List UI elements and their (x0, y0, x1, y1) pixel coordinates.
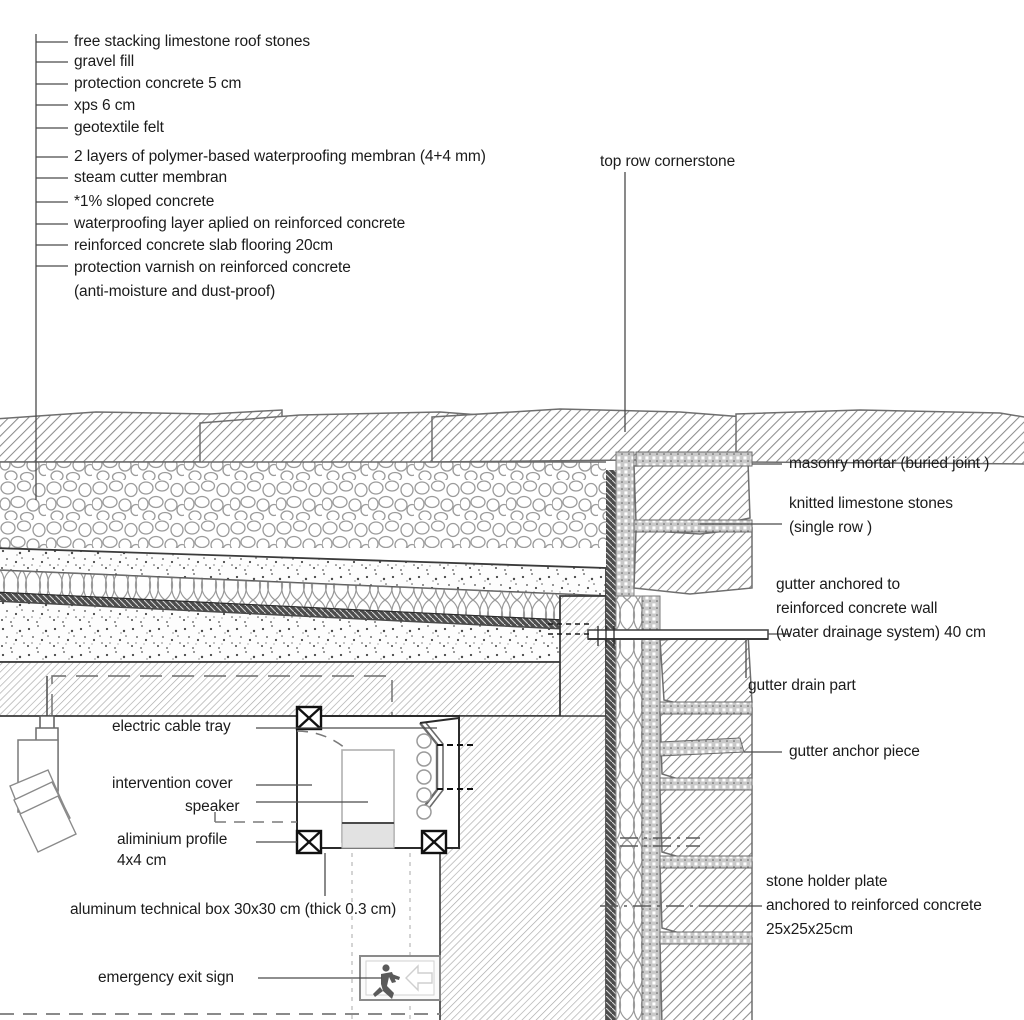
callout-gutter-anchored-line2: reinforced concrete wall (776, 600, 938, 617)
callout-leader-lines (256, 172, 790, 979)
callout-gutter-anchor-piece: gutter anchor piece (789, 743, 920, 760)
callout-stone-holder-line3: 25x25x25cm (766, 921, 853, 938)
callout-gutter-anchored-line3: (water drainage system) 40 cm (776, 624, 986, 641)
wall-waterproofing-layer (606, 470, 616, 1020)
gutter-drainage-plate (548, 623, 769, 646)
legend-item-2: protection concrete 5 cm (74, 75, 242, 92)
callout-stone-holder-line1: stone holder plate (766, 873, 888, 890)
cable-circles (416, 733, 432, 820)
callout-aluminum-technical-box: aluminum technical box 30x30 cm (thick 0… (70, 901, 397, 918)
legend-item-9: reinforced concrete slab flooring 20cm (74, 237, 333, 254)
wall-insulation-layer (615, 595, 643, 1020)
left-arrow-icon (405, 964, 433, 992)
callout-speaker: speaker (185, 798, 240, 815)
wall-mortar-strip-lower (641, 595, 661, 1020)
legend-item-7: *1% sloped concrete (74, 193, 215, 210)
callout-electric-cable-tray: electric cable tray (112, 718, 231, 735)
callout-aliminium-profile-line1: aliminium profile (117, 831, 228, 848)
legend-item-10: protection varnish on reinforced concret… (74, 259, 351, 276)
legend-item-4: geotextile felt (74, 119, 164, 136)
callout-knitted-limestone-line1: knitted limestone stones (789, 495, 953, 512)
legend-item-0: free stacking limestone roof stones (74, 33, 311, 50)
legend-leader-lines (35, 34, 68, 500)
callout-intervention-cover: intervention cover (112, 775, 233, 792)
electric-cable-tray (416, 716, 474, 820)
legend-item-1: gravel fill (74, 53, 135, 70)
masonry-mortar-joints (633, 451, 753, 945)
roof-stone-course (0, 408, 1024, 465)
legend-item-6: steam cutter membran (74, 169, 228, 186)
knitted-limestone-course (633, 461, 753, 1020)
legend-item-5: 2 layers of polymer-based waterproofing … (74, 148, 486, 165)
callout-gutter-drain-part: gutter drain part (748, 677, 856, 694)
stone-holder-plate (600, 837, 700, 907)
aluminium-profile-4x4 (295, 705, 448, 855)
legend-item-8: waterproofing layer aplied on reinforced… (74, 215, 406, 232)
intervention-cover (214, 730, 373, 823)
running-person-icon (373, 964, 400, 999)
slab-recess-channel (51, 675, 393, 716)
legend-item-3: xps 6 cm (74, 97, 136, 114)
reinforced-concrete-wall (439, 595, 607, 1020)
legend-item-11: (anti-moisture and dust-proof) (74, 283, 276, 300)
callout-top-row-cornerstone: top row cornerstone (600, 153, 736, 170)
callout-knitted-limestone-line2: (single row ) (789, 519, 873, 536)
gravel-fill-layer (0, 461, 606, 548)
callout-aliminium-profile-line2: 4x4 cm (117, 852, 167, 869)
wall-mortar-strip-upper (615, 451, 635, 597)
callout-emergency-exit-sign: emergency exit sign (98, 969, 234, 986)
callout-masonry-mortar: masonry mortar (buried joint ) (789, 455, 990, 472)
callout-gutter-anchored-line1: gutter anchored to (776, 576, 901, 593)
speaker (341, 749, 395, 849)
ceiling-spotlight (9, 676, 77, 853)
aluminum-technical-box (214, 705, 474, 1020)
callout-stone-holder-line2: anchored to reinforced concrete (766, 897, 982, 914)
